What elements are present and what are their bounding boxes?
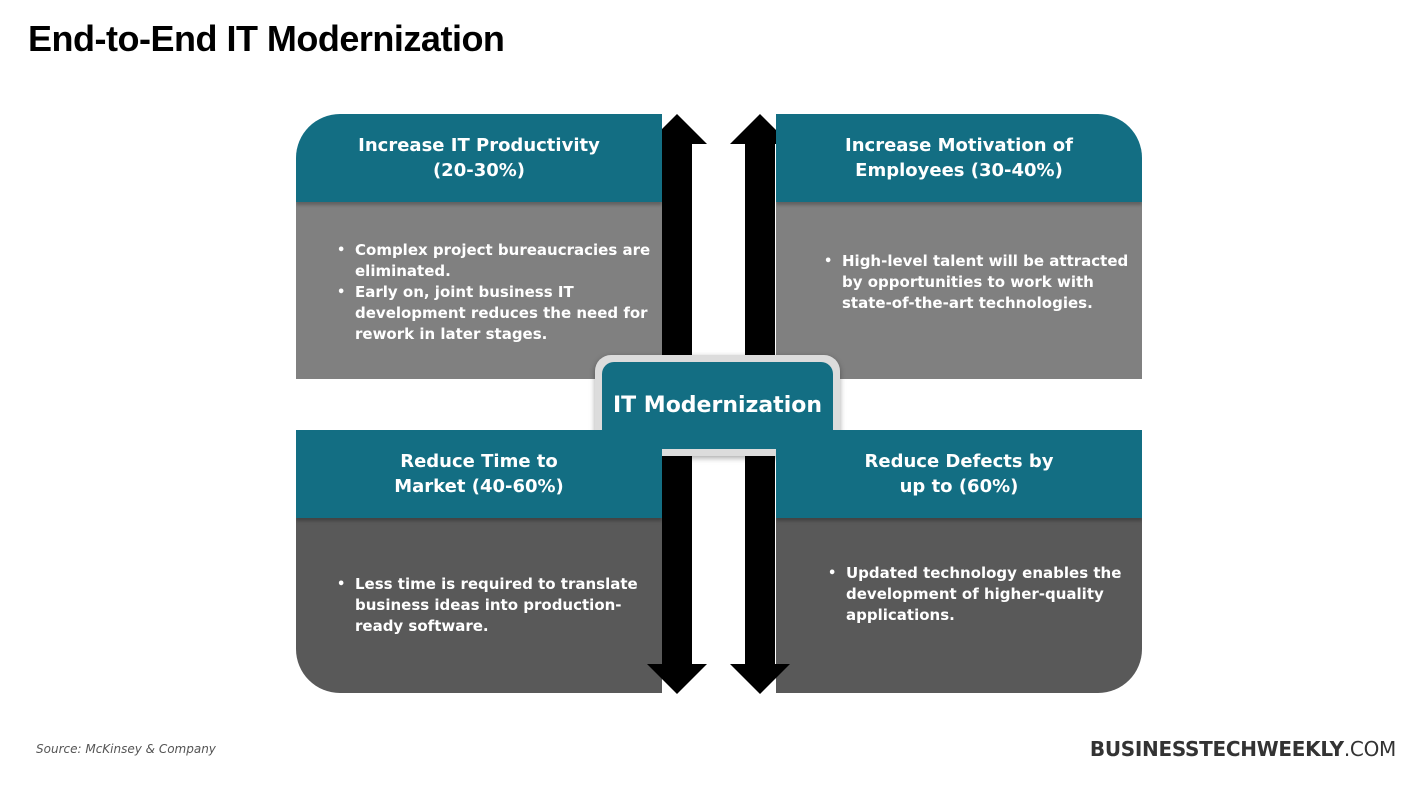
quadrant-heading: Reduce Time to Market (40-60%) [296, 430, 662, 518]
quadrant-body: Complex project bureaucracies are elimin… [296, 202, 662, 379]
quadrant-body: Updated technology enables the developme… [776, 518, 1142, 693]
quadrant-employee-motivation: Increase Motivation of Employees (30-40%… [776, 114, 1142, 379]
bullet-item: Less time is required to translate busin… [337, 574, 662, 637]
bullet-item: Updated technology enables the developme… [828, 563, 1142, 626]
brand-logo: BUSINESSTECHWEEKLY.COM [1090, 737, 1396, 761]
brand-name: BUSINESSTECHWEEKLY [1089, 737, 1344, 761]
bullet-item: High-level talent will be attracted by o… [824, 251, 1142, 314]
bullet-list: High-level talent will be attracted by o… [776, 202, 1142, 314]
quadrant-reduce-defects: Reduce Defects by up to (60%) Updated te… [776, 430, 1142, 693]
quadrant-heading: Increase Motivation of Employees (30-40%… [776, 114, 1142, 202]
quadrant-body: High-level talent will be attracted by o… [776, 202, 1142, 379]
bullet-list: Complex project bureaucracies are elimin… [296, 202, 662, 345]
brand-suffix: .COM [1343, 737, 1396, 761]
bullet-list: Updated technology enables the developme… [776, 518, 1142, 626]
quadrant-heading: Reduce Defects by up to (60%) [776, 430, 1142, 518]
page-title: End-to-End IT Modernization [28, 18, 505, 59]
quadrant-it-productivity: Increase IT Productivity (20-30%) Comple… [296, 114, 662, 379]
bullet-item: Early on, joint business IT development … [337, 282, 662, 345]
quadrant-heading: Increase IT Productivity (20-30%) [296, 114, 662, 202]
source-note: Source: McKinsey & Company [36, 742, 216, 756]
bullet-list: Less time is required to translate busin… [296, 518, 662, 637]
quadrant-body: Less time is required to translate busin… [296, 518, 662, 693]
quadrant-time-to-market: Reduce Time to Market (40-60%) Less time… [296, 430, 662, 693]
bullet-item: Complex project bureaucracies are elimin… [337, 240, 662, 282]
